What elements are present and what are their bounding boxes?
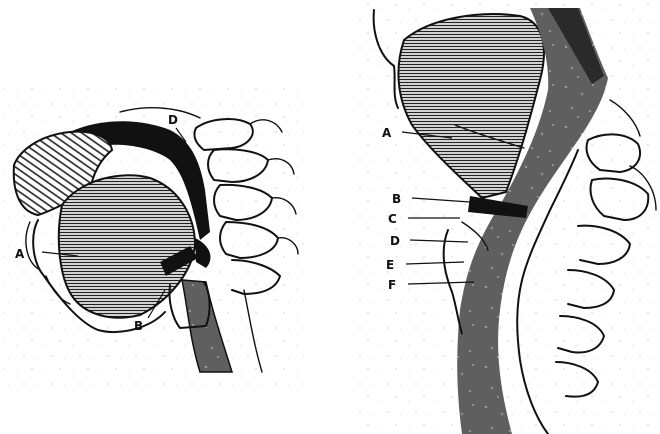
left-label-d: D [168, 113, 178, 127]
right-label-f: F [388, 278, 396, 292]
left-figure: A B D [4, 88, 304, 388]
right-label-b: B [392, 192, 401, 206]
right-label-e: E [386, 258, 394, 272]
right-figure: A B C D E F [358, 0, 660, 434]
left-label-a: A [15, 247, 25, 261]
right-label-a: A [382, 126, 392, 140]
right-label-d: D [390, 234, 400, 248]
right-label-c: C [388, 212, 397, 226]
left-label-b: B [134, 319, 143, 333]
